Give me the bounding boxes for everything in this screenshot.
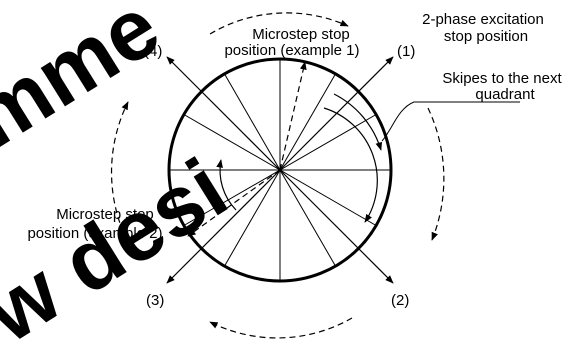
inner-rotation-arrow-right bbox=[323, 107, 378, 223]
arrow-quadrant-3 bbox=[166, 169, 281, 284]
microstep-example-1-label-line1: Microstep stop bbox=[252, 26, 350, 43]
quadrant-label-2: (2) bbox=[391, 292, 409, 309]
quadrant-label-3: (3) bbox=[146, 292, 164, 309]
two-phase-label-line2: stop position bbox=[444, 28, 528, 45]
outer-dashed-arrow-bottom bbox=[209, 317, 353, 339]
microstep-example-2-label-line1: Microstep stop bbox=[56, 206, 154, 223]
outer-dashed-arrow-top bbox=[209, 12, 349, 35]
outer-dashed-arrow-right bbox=[427, 107, 445, 241]
watermark-line-2: w desi bbox=[0, 140, 243, 344]
microstep-example-2-arrow bbox=[187, 169, 281, 237]
microstep-example-2-label-line2: position (example 2) bbox=[27, 225, 162, 242]
quadrant-label-4: (4) bbox=[144, 43, 162, 60]
microstep-example-1-label-line2: position (example 1) bbox=[224, 42, 359, 59]
two-phase-label-line1: 2-phase excitation bbox=[422, 11, 544, 28]
quadrant-label-1: (1) bbox=[397, 43, 415, 60]
skip-label-line2: quadrant bbox=[475, 86, 535, 103]
outer-dashed-arrow-left bbox=[110, 101, 133, 251]
watermark: mme w desi bbox=[0, 0, 243, 349]
microstep-example-1-arrow bbox=[279, 61, 307, 171]
skip-leader-line bbox=[381, 101, 520, 142]
arrow-quadrant-2 bbox=[279, 169, 394, 284]
skip-label-line1: Skipes to the next bbox=[442, 70, 562, 87]
skip-arrow bbox=[333, 93, 383, 151]
inner-rotation-arrow-left bbox=[216, 159, 237, 211]
watermark-line-1: mme bbox=[0, 0, 175, 166]
arrow-quadrant-4 bbox=[166, 56, 281, 171]
